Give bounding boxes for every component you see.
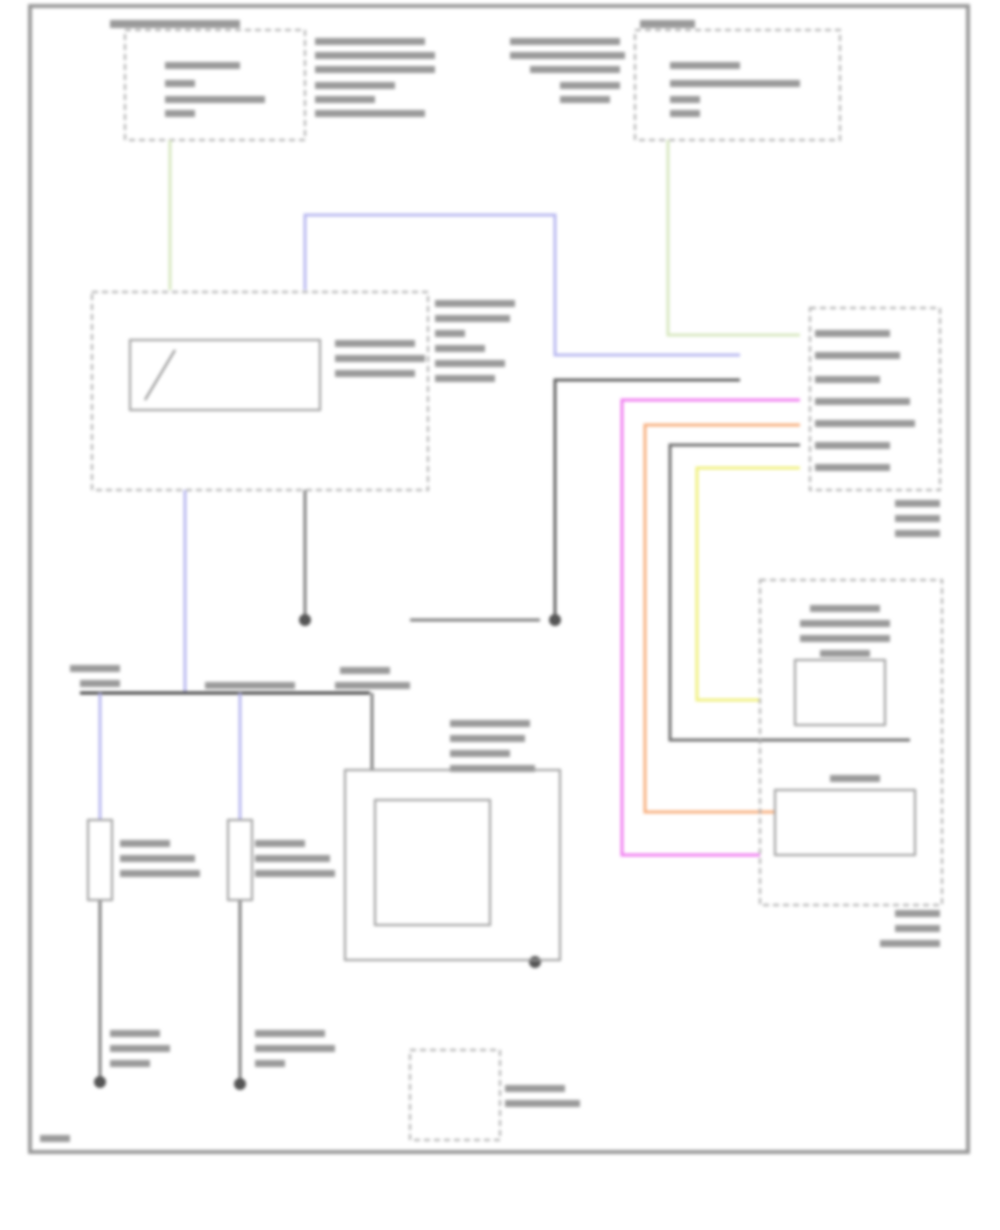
fuse-block-top-left	[110, 20, 435, 141]
switch-module	[759, 579, 943, 947]
ground-icon	[299, 614, 311, 626]
connector-block	[809, 307, 941, 537]
fuse-block-top-right	[510, 20, 841, 141]
ground-icon	[549, 614, 561, 626]
diagram-border	[28, 4, 970, 1154]
lower-switches	[70, 665, 410, 1067]
wires	[80, 140, 910, 1085]
ground-icon	[529, 956, 541, 968]
ground-icon	[94, 1076, 106, 1088]
relay-block	[91, 291, 515, 491]
control-unit	[40, 720, 580, 1142]
ground-icon	[234, 1078, 246, 1090]
